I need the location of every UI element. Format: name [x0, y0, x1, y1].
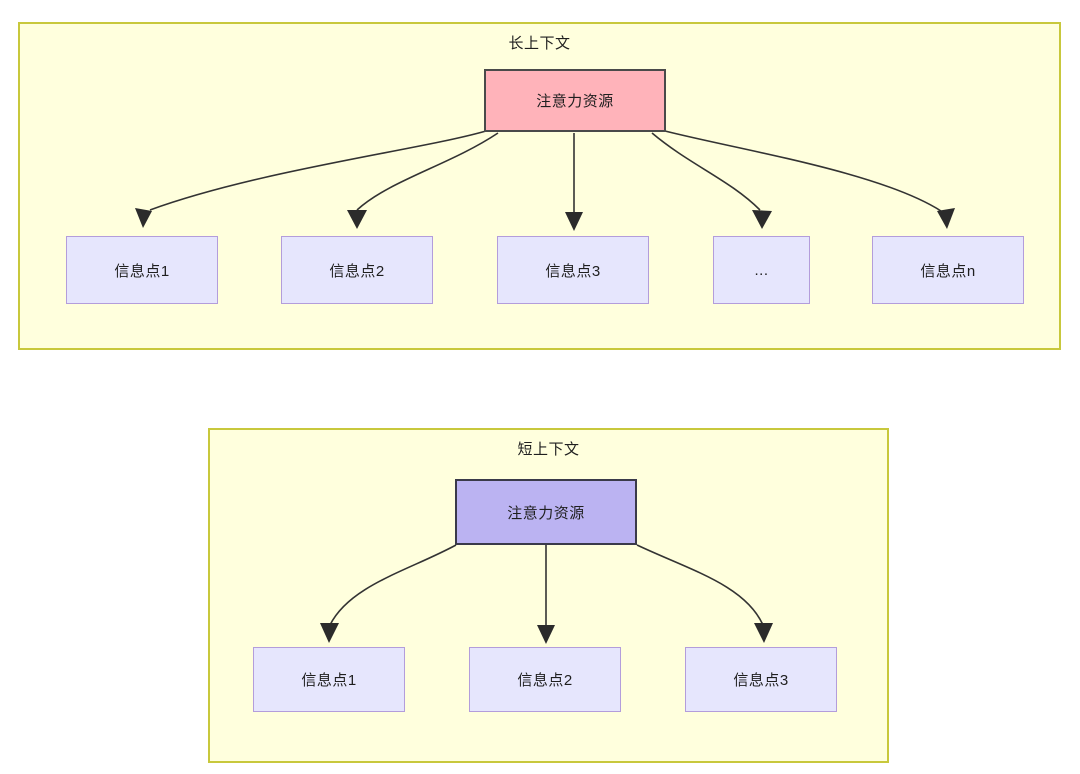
- node-info-point-ellipsis-long[interactable]: ...: [713, 236, 810, 304]
- node-info-point-2-long[interactable]: 信息点2: [281, 236, 433, 304]
- node-label: 信息点3: [545, 262, 601, 280]
- node-label: 注意力资源: [507, 504, 585, 522]
- node-attention-resource-long[interactable]: 注意力资源: [484, 69, 666, 132]
- node-label: 注意力资源: [536, 93, 614, 110]
- node-info-point-3-short[interactable]: 信息点3: [685, 647, 837, 712]
- node-info-point-n-long[interactable]: 信息点n: [872, 236, 1024, 304]
- node-attention-resource-short[interactable]: 注意力资源: [455, 479, 637, 545]
- node-info-point-3-long[interactable]: 信息点3: [497, 236, 649, 304]
- node-info-point-1-short[interactable]: 信息点1: [253, 647, 405, 712]
- node-info-point-1-long[interactable]: 信息点1: [66, 236, 218, 304]
- node-info-point-2-short[interactable]: 信息点2: [469, 647, 621, 712]
- group-short-context-title: 短上下文: [517, 441, 580, 458]
- node-label: 信息点2: [329, 262, 385, 280]
- node-label: ...: [754, 261, 769, 279]
- node-label: 信息点1: [114, 262, 170, 280]
- node-label: 信息点2: [517, 672, 573, 689]
- group-long-context-title: 长上下文: [508, 35, 571, 52]
- node-label: 信息点1: [301, 672, 357, 689]
- node-label: 信息点3: [733, 672, 789, 689]
- node-label: 信息点n: [920, 262, 976, 280]
